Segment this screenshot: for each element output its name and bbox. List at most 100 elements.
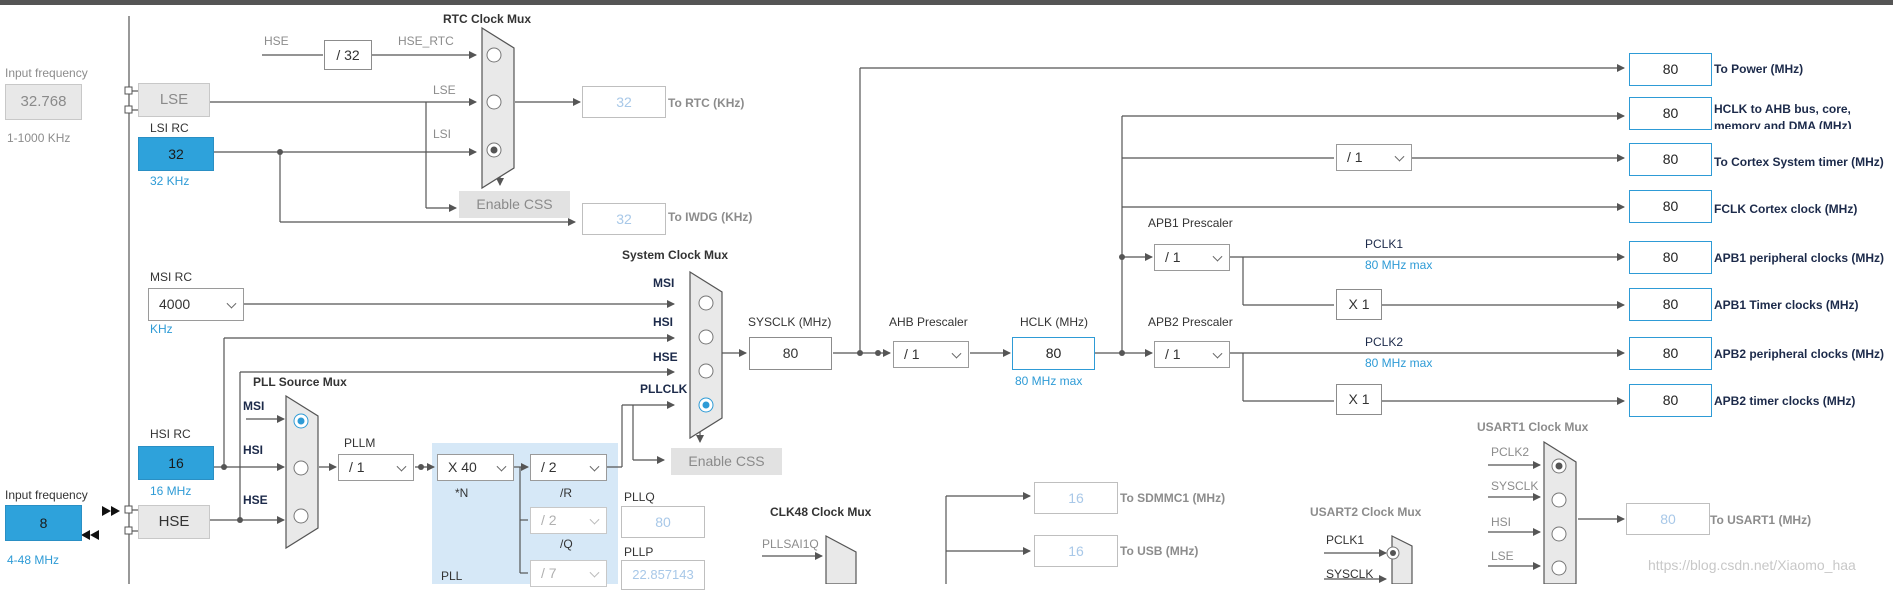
hclk-label: HCLK (MHz): [1020, 315, 1088, 329]
hclk-value[interactable]: 80: [1012, 337, 1095, 370]
rtc-lse-label: LSE: [433, 83, 456, 97]
rtc-output-value[interactable]: 32: [582, 86, 666, 118]
output-label-fclk: FCLK Cortex clock (MHz): [1714, 202, 1858, 216]
chevron-down-icon: [589, 461, 600, 472]
pllq-label: /Q: [560, 537, 573, 551]
usart2-sysclk-label: SYSCLK: [1326, 567, 1374, 581]
pllq-output-value[interactable]: 80: [621, 506, 705, 538]
output-label-apb1-peripheral: APB1 peripheral clocks (MHz): [1714, 251, 1885, 265]
chevron-down-icon: [1212, 348, 1223, 359]
hse-div32-box: / 32: [324, 40, 372, 70]
hse-range-label: 4-48 MHz: [7, 553, 60, 567]
clk48-pllsai1q-label: PLLSAI1Q: [762, 537, 819, 551]
pclk1-label: PCLK1: [1365, 237, 1404, 251]
apb2-prescaler-select[interactable]: / 1: [1154, 341, 1230, 368]
apb2-prescaler-value: / 1: [1165, 346, 1181, 362]
enable-css-hse-button[interactable]: Enable CSS: [671, 448, 782, 475]
output-value-apb2-peripheral[interactable]: 80: [1629, 337, 1712, 370]
pllp-output-value[interactable]: 22.857143: [621, 560, 705, 590]
output-value-hclk-ahb[interactable]: 80: [1629, 97, 1712, 130]
plln-value: X 40: [448, 459, 477, 475]
pll-source-mux-title: PLL Source Mux: [253, 375, 347, 389]
output-label-apb1-timer: APB1 Timer clocks (MHz): [1714, 298, 1859, 312]
pllp-output-label: PLLP: [624, 545, 654, 559]
pclk2-label: PCLK2: [1365, 335, 1404, 349]
hse-input-frequency-field[interactable]: 8: [5, 505, 82, 541]
output-value-apb1-peripheral[interactable]: 80: [1629, 241, 1712, 274]
apb2-timer-multiplier-box: X 1: [1336, 384, 1382, 415]
output-value-fclk[interactable]: 80: [1629, 190, 1712, 223]
cortex-timer-divider-select[interactable]: / 1: [1336, 144, 1412, 171]
hsi-rc-label: HSI RC: [150, 427, 191, 441]
output-label-hclk-ahb: HCLK to AHB bus, core, memory and DMA (M…: [1714, 102, 1852, 129]
ahb-prescaler-select[interactable]: / 1: [893, 341, 969, 368]
lsi-rc-label: LSI RC: [150, 121, 189, 135]
msi-rc-select[interactable]: 4000: [148, 288, 244, 321]
sdmmc1-output-label: To SDMMC1 (MHz): [1120, 491, 1226, 505]
pllm-select[interactable]: / 1: [338, 454, 414, 481]
hclk-max-label: 80 MHz max: [1015, 374, 1083, 388]
pll-src-hse-label: HSE: [243, 493, 268, 507]
ahb-prescaler-value: / 1: [904, 346, 920, 362]
lsi-rc-box[interactable]: 32: [138, 137, 214, 171]
pllm-label: PLLM: [344, 436, 376, 450]
hsi-rc-box[interactable]: 16: [138, 446, 214, 480]
pllp-select[interactable]: / 7: [530, 560, 607, 587]
apb1-prescaler-label: APB1 Prescaler: [1148, 216, 1233, 230]
rtc-lsi-label: LSI: [433, 127, 452, 141]
lse-input-frequency-field[interactable]: 32.768: [5, 84, 82, 120]
output-value-power[interactable]: 80: [1629, 53, 1712, 86]
enable-css-lse-button[interactable]: Enable CSS: [459, 191, 570, 218]
chevron-down-icon: [589, 514, 600, 525]
apb1-prescaler-select[interactable]: / 1: [1154, 244, 1230, 271]
pllq-value: / 2: [541, 512, 557, 528]
pllr-value: / 2: [541, 459, 557, 475]
usb-output-value[interactable]: 16: [1034, 535, 1118, 567]
pclk2-max-label: 80 MHz max: [1365, 356, 1433, 370]
output-label-power: To Power (MHz): [1714, 62, 1804, 76]
pllq-select[interactable]: / 2: [530, 507, 607, 534]
chevron-down-icon: [496, 461, 507, 472]
pllm-value: / 1: [349, 459, 365, 475]
iwdg-output-value[interactable]: 32: [582, 203, 666, 235]
lse-source-box[interactable]: LSE: [138, 83, 210, 117]
output-label-apb2-peripheral: APB2 peripheral clocks (MHz): [1714, 347, 1885, 361]
sdmmc1-output-value[interactable]: 16: [1034, 482, 1118, 514]
chevron-down-icon: [951, 348, 962, 359]
hsi-frequency-label: 16 MHz: [150, 484, 192, 498]
output-value-apb1-timer[interactable]: 80: [1629, 288, 1712, 321]
apb1-prescaler-value: / 1: [1165, 249, 1181, 265]
rtc-hse-label: HSE: [264, 34, 289, 48]
system-clock-mux-title: System Clock Mux: [622, 248, 729, 262]
ahb-prescaler-label: AHB Prescaler: [889, 315, 968, 329]
sys-mux-hsi-label: HSI: [653, 315, 674, 329]
plln-select[interactable]: X 40: [437, 454, 514, 481]
hse-source-box[interactable]: HSE: [138, 505, 210, 539]
usart1-hsi-label: HSI: [1491, 515, 1512, 529]
output-label-cortex-timer: To Cortex System timer (MHz): [1714, 155, 1884, 169]
pll-src-msi-label: MSI: [243, 399, 265, 413]
rtc-clock-mux-title: RTC Clock Mux: [443, 12, 532, 26]
clk48-clock-mux-title: CLK48 Clock Mux: [770, 505, 872, 519]
hse-input-frequency-label: Input frequency: [5, 488, 88, 502]
sys-mux-msi-label: MSI: [653, 276, 675, 290]
usart1-output-value[interactable]: 80: [1626, 503, 1710, 535]
pclk1-max-label: 80 MHz max: [1365, 258, 1433, 272]
usart1-output-label: To USART1 (MHz): [1710, 513, 1812, 527]
output-value-cortex-timer[interactable]: 80: [1629, 143, 1712, 176]
sysclk-value[interactable]: 80: [749, 337, 832, 370]
output-value-apb2-timer[interactable]: 80: [1629, 384, 1712, 417]
sys-mux-pllclk-label: PLLCLK: [640, 382, 688, 396]
usart1-clock-mux-title: USART1 Clock Mux: [1477, 420, 1589, 434]
pllr-select[interactable]: / 2: [530, 454, 607, 481]
usart1-sysclk-label: SYSCLK: [1491, 479, 1539, 493]
chevron-down-icon: [589, 567, 600, 578]
rtc-output-label: To RTC (KHz): [668, 96, 745, 110]
apb2-prescaler-label: APB2 Prescaler: [1148, 315, 1233, 329]
cortex-timer-divider-value: / 1: [1347, 149, 1363, 165]
lse-range-label: 1-1000 KHz: [7, 131, 71, 145]
usart2-clock-mux-title: USART2 Clock Mux: [1310, 505, 1422, 519]
lsi-frequency-label: 32 KHz: [150, 174, 190, 188]
chevron-down-icon: [396, 461, 407, 472]
